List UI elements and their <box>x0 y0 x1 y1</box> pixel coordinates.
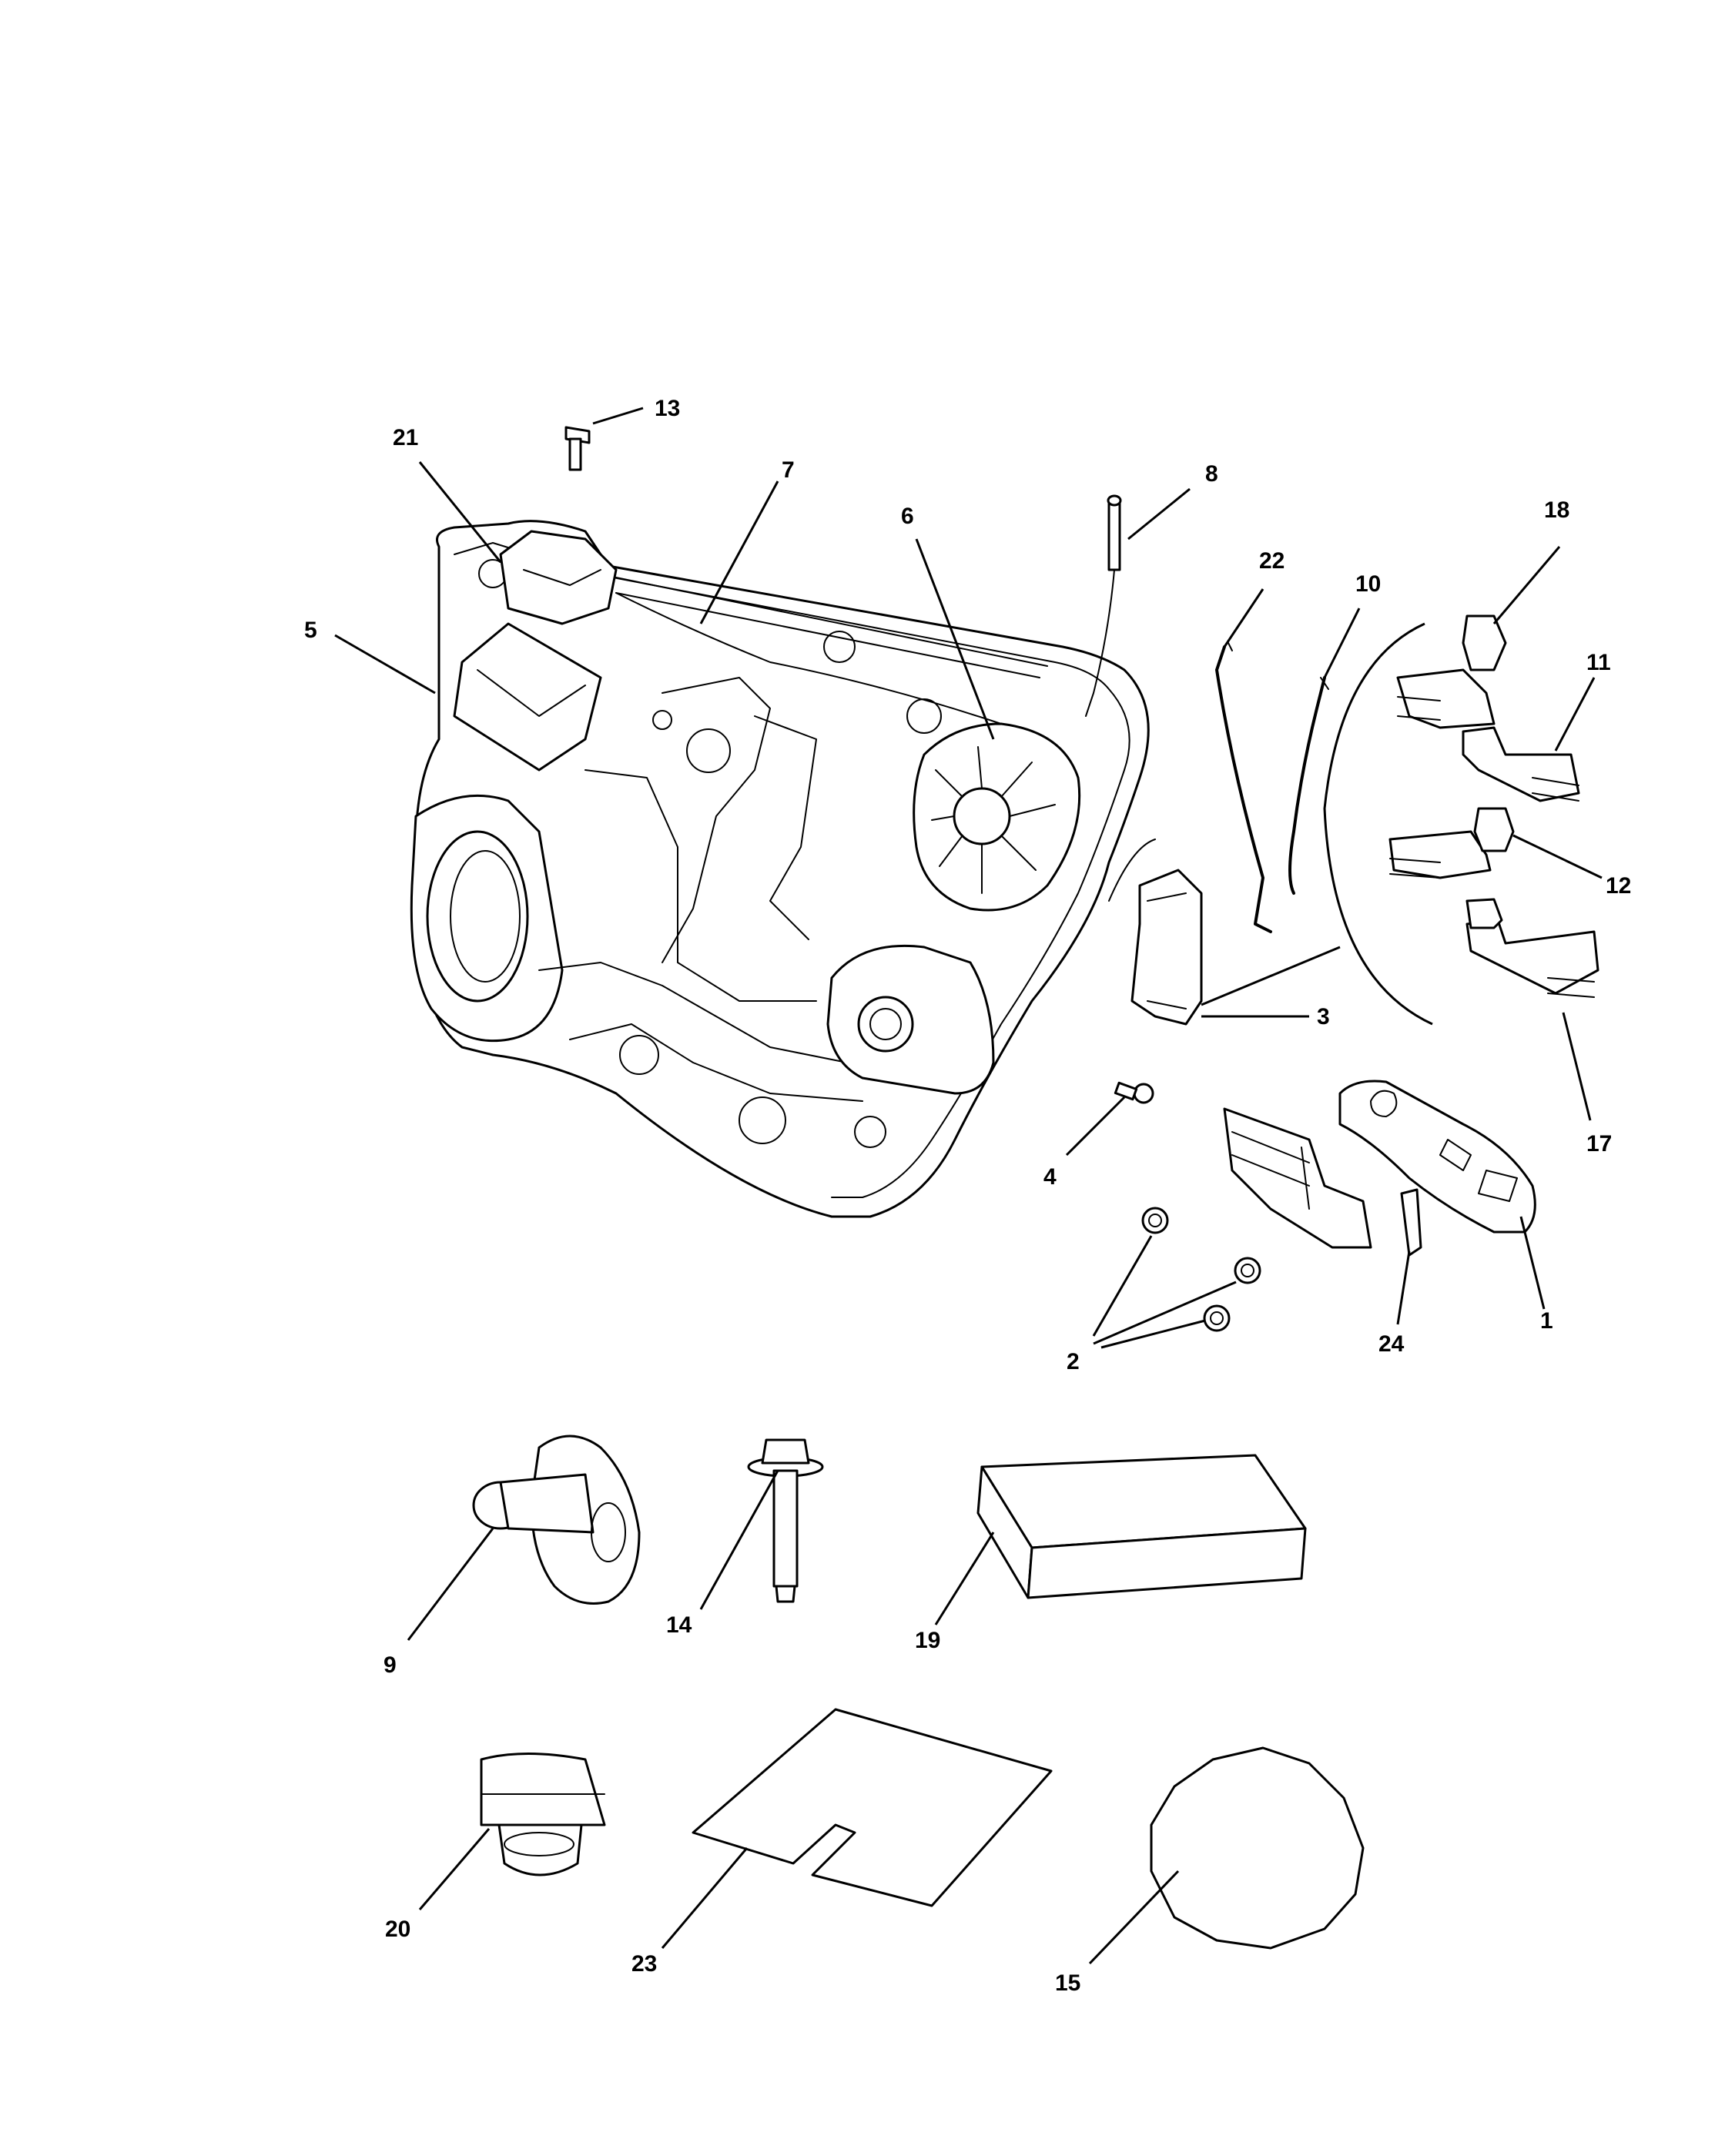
part-4-screw <box>1114 1081 1154 1104</box>
callout-22: 22 <box>1259 548 1285 574</box>
callout-labels: 13 21 7 8 6 5 22 10 18 11 12 3 17 4 1 24… <box>304 396 1631 1996</box>
part-15-round-pad <box>1150 1746 1365 1950</box>
part-20-fastener <box>480 1753 606 1876</box>
callout-24: 24 <box>1378 1331 1405 1357</box>
callout-21: 21 <box>393 425 418 450</box>
callout-20: 20 <box>385 1917 410 1942</box>
callout-2: 2 <box>1067 1349 1080 1374</box>
part-12-clip <box>1388 807 1515 879</box>
callout-23: 23 <box>631 1951 657 1977</box>
callout-12: 12 <box>1606 873 1631 899</box>
callout-13: 13 <box>655 396 680 421</box>
callout-18: 18 <box>1544 497 1569 523</box>
callout-5: 5 <box>304 618 317 643</box>
leader-lines <box>334 407 1603 1965</box>
callout-10: 10 <box>1355 571 1381 597</box>
part-23-sheet <box>692 1708 1053 1907</box>
part-18-clip <box>1396 614 1507 729</box>
callout-4: 4 <box>1043 1164 1057 1190</box>
callout-3: 3 <box>1317 1004 1330 1029</box>
callout-6: 6 <box>901 504 914 529</box>
clip-group-arc <box>1323 622 1433 1026</box>
part-14-bolt <box>747 1438 824 1603</box>
part-17-clip <box>1465 898 1599 998</box>
part-13-bolt <box>564 426 591 471</box>
callout-7: 7 <box>782 457 795 483</box>
part-8-rod <box>1085 494 1122 717</box>
part-24-bracket <box>1223 1107 1422 1257</box>
callout-8: 8 <box>1205 461 1218 487</box>
callout-15: 15 <box>1055 1970 1080 1996</box>
callout-14: 14 <box>666 1612 692 1638</box>
callout-9: 9 <box>384 1652 397 1678</box>
part-10-rod <box>1288 676 1329 895</box>
callout-11: 11 <box>1586 650 1611 675</box>
callout-17: 17 <box>1586 1131 1612 1157</box>
part-1-handle <box>1338 1080 1536 1234</box>
part-11-clip <box>1462 726 1580 802</box>
part-9-connector <box>472 1435 641 1605</box>
part-19-foam-block <box>976 1454 1307 1599</box>
part-22-rod <box>1215 642 1272 933</box>
door-module-panel <box>410 520 1203 1218</box>
callout-19: 19 <box>915 1628 940 1653</box>
part-2-bolts <box>1141 1207 1261 1332</box>
callout-1: 1 <box>1540 1308 1553 1334</box>
